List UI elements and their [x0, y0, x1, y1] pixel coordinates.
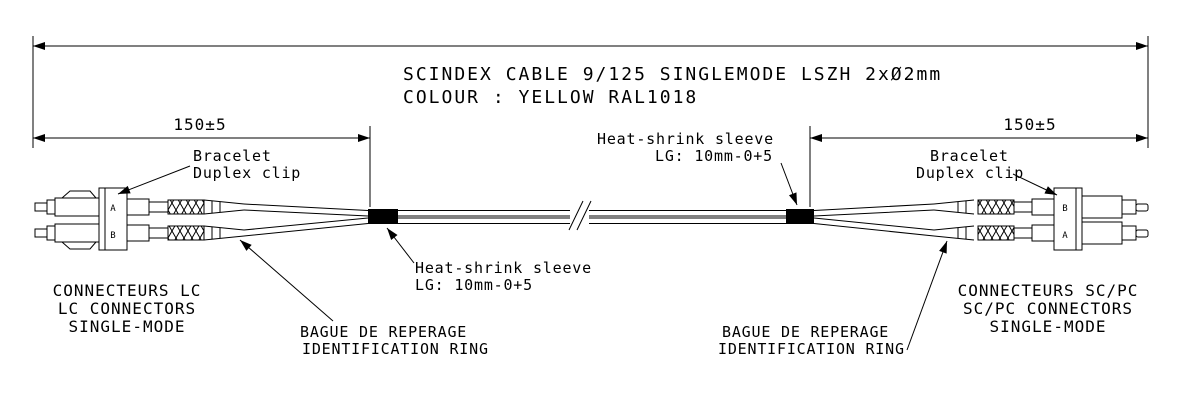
cable-run-right [589, 210, 786, 224]
lc-ferrule-cap-bottom [46, 225, 56, 241]
lc-body-bottom [54, 223, 100, 243]
leader-bracelet-left [117, 165, 191, 195]
leader-id-ring-right [906, 240, 948, 351]
leader-heatshrink-bottom [386, 227, 415, 264]
id-ring-label-right-line2: IDENTIFICATION RING [718, 340, 905, 358]
connector-block-right-line1: CONNECTEURS SC/PC [958, 281, 1139, 300]
bracelet-label-right-line1: Bracelet [930, 147, 1009, 165]
heat-shrink-sleeve-left [368, 209, 398, 224]
duplex-mark-right-bottom: A [1062, 231, 1068, 241]
id-ring-label-right-line1: BAGUE DE REPERAGE [722, 323, 889, 341]
cable-converge-left [243, 203, 369, 237]
heatshrink-label-bottom-line1: Heat-shrink sleeve [415, 259, 592, 277]
crimp-ring-left-bottom [167, 225, 205, 241]
lc-body-top [54, 197, 100, 217]
sc-rear-body-bottom [1031, 224, 1055, 242]
lc-ferrule-cap-top [46, 199, 56, 215]
lc-connector-assembly [34, 187, 245, 251]
crimp-ring-right-bottom [977, 225, 1015, 241]
bracelet-label-left-line1: Bracelet [193, 147, 272, 165]
boot-left-bottom [203, 225, 245, 241]
connector-block-left-line2: LC CONNECTORS [58, 299, 196, 318]
sc-ferrule-top [1135, 203, 1149, 212]
lc-latch-top [61, 190, 97, 199]
cable-spec-title: SCINDEX CABLE 9/125 SINGLEMODE LSZH 2xØ2… [403, 64, 942, 85]
connector-block-left-line1: CONNECTEURS LC [53, 281, 202, 300]
sc-front-top [1121, 199, 1137, 215]
connector-block-right-line2: SC/PC CONNECTORS [963, 299, 1133, 318]
heatshrink-label-bottom-line2: LG: 10mm-0+5 [415, 276, 533, 294]
id-ring-label-left-line2: IDENTIFICATION RING [302, 340, 489, 358]
connector-block-left-line3: SINGLE-MODE [69, 317, 186, 336]
lc-ferrule-bottom [34, 228, 48, 238]
bracelet-label-left-line2: Duplex clip [193, 164, 301, 182]
duplex-mark-right-top: B [1062, 204, 1067, 214]
duplex-mark-left-bottom: B [110, 231, 115, 241]
lc-rear-body-bottom [126, 224, 150, 242]
sc-connector-assembly [933, 187, 1149, 251]
heatshrink-label-top-line1: Heat-shrink sleeve [597, 130, 774, 148]
sc-body-top [1081, 195, 1123, 219]
duplex-clip-right [1053, 187, 1083, 251]
cable-break-symbol [568, 200, 592, 231]
dimension-value-right: 150±5 [1003, 115, 1056, 134]
crimp-ring-right-top [977, 199, 1015, 215]
sc-ferrule-bottom [1135, 229, 1149, 238]
lc-ferrule-top [34, 202, 48, 212]
leader-heatshrink-top [780, 162, 798, 206]
cable-run-left [398, 210, 570, 224]
cable-diverge-right [813, 203, 935, 237]
heatshrink-label-top-line2: LG: 10mm-0+5 [655, 147, 773, 165]
cable [243, 200, 935, 237]
cable-colour-title: COLOUR : YELLOW RAL1018 [403, 87, 698, 108]
connector-block-right-line3: SINGLE-MODE [990, 317, 1107, 336]
sc-rear-body-top [1031, 198, 1055, 216]
leader-lines [117, 162, 1058, 351]
duplex-mark-left-top: A [110, 204, 116, 214]
lc-rear-body-top [126, 198, 150, 216]
boot-right-bottom [933, 225, 975, 241]
sc-front-bottom [1121, 225, 1137, 241]
leader-bracelet-right [1012, 173, 1058, 196]
dimension-lines [32, 36, 1149, 207]
duplex-clip-left [98, 187, 128, 251]
id-ring-label-left-line1: BAGUE DE REPERAGE [300, 323, 467, 341]
heat-shrink-sleeve-right [786, 209, 814, 224]
crimp-ring-left-top [167, 199, 205, 215]
dimension-value-left: 150±5 [173, 115, 226, 134]
bracelet-label-right-line2: Duplex clip [916, 164, 1024, 182]
boot-right-top [933, 199, 975, 215]
sc-body-bottom [1081, 221, 1123, 245]
leader-id-ring-left [239, 239, 334, 322]
boot-left-top [203, 199, 245, 215]
lc-latch-bottom [61, 241, 97, 250]
